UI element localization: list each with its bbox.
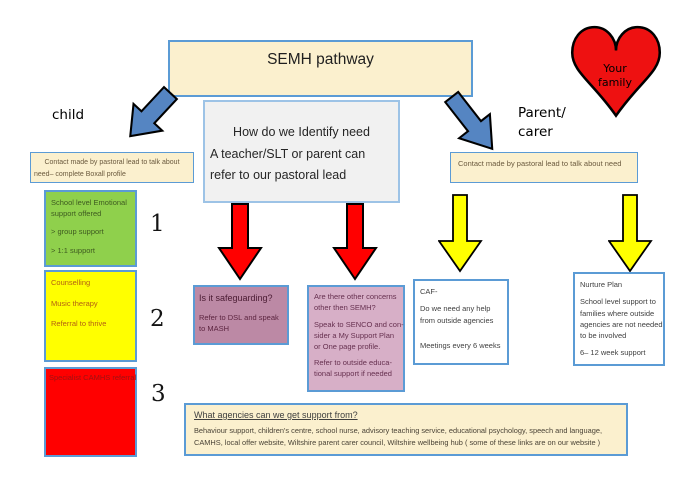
other-concerns-line: tional support if needed — [314, 369, 392, 379]
support-level-2-box: Counselling Music therapy Referral to th… — [44, 270, 137, 362]
support-level-1-line: support offered — [51, 209, 102, 219]
support-level-2-line: Counselling — [51, 278, 91, 287]
step-number-2: 2 — [150, 306, 165, 332]
support-level-1-line: > 1:1 support — [51, 245, 95, 255]
parent-carer-label: Parent/ carer — [518, 104, 566, 142]
agencies-body: Behaviour support, children's centre, sc… — [194, 425, 618, 449]
heart-label: Your family — [566, 62, 664, 90]
other-concerns-line: Refer to outside educa- — [314, 358, 392, 368]
other-concerns-line: Are there other concerns — [314, 292, 397, 301]
nurture-line: agencies are not needed — [580, 319, 663, 329]
page-title: SEMH pathway — [267, 51, 374, 68]
heart-label-line1: Your — [603, 62, 627, 75]
red-arrow-down-icon — [217, 203, 263, 281]
safeguarding-line: Refer to DSL and speak — [199, 312, 279, 322]
safeguarding-box: Is it safeguarding? Refer to DSL and spe… — [193, 285, 289, 345]
contact-parent-box: Contact made by pastoral lead to talk ab… — [450, 152, 638, 183]
nurture-line: families where outside — [580, 308, 655, 318]
safeguarding-heading: Is it safeguarding? — [199, 293, 273, 303]
identify-need-box: How do we Identify need A teacher/SLT or… — [203, 100, 400, 203]
safeguarding-line: to MASH — [199, 323, 230, 333]
step-number-1: 1 — [150, 211, 165, 237]
agencies-line: CAMHS, local offer website, Wiltshire pa… — [194, 437, 601, 447]
nurture-line: Nurture Plan — [580, 280, 623, 289]
nurture-line: 6– 12 week support — [580, 348, 646, 358]
yellow-arrow-down-icon — [438, 194, 483, 273]
child-label: child — [52, 107, 85, 123]
contact-child-line: Contact made by pastoral lead to talk ab… — [44, 159, 180, 166]
agencies-box: What agencies can we get support from? B… — [184, 403, 628, 456]
identify-need-line: refer to our pastoral lead — [210, 168, 347, 182]
identify-need-line: How do we Identify need — [233, 125, 370, 139]
contact-child-line: need– complete Boxall profile — [34, 170, 126, 178]
title-box: SEMH pathway — [168, 40, 473, 97]
nurture-line: School level support to — [580, 297, 656, 307]
other-concerns-paragraph: Are there other concerns other then SEMH… — [314, 292, 400, 314]
red-arrow-down-icon — [332, 203, 378, 281]
arrow-down-right-icon — [443, 90, 494, 151]
support-level-2-line: Referral to thrive — [51, 319, 107, 328]
support-level-3-box: Specialist CAMHS referral — [44, 367, 137, 457]
agencies-heading: What agencies can we get support from? — [194, 410, 358, 420]
nurture-plan-box: Nurture Plan School level support to fam… — [573, 272, 665, 366]
other-concerns-paragraph: Refer to outside educa- tional support i… — [314, 358, 400, 380]
caf-line: Meetings every 6 weeks — [420, 340, 501, 350]
heart-icon — [570, 25, 662, 118]
support-level-1-box: School level Emotional support offered >… — [44, 190, 137, 267]
caf-box: CAF- Do we need any help from outside ag… — [413, 279, 509, 365]
arrow-down-left-icon — [129, 85, 179, 138]
parent-carer-label-line2: carer — [518, 123, 553, 140]
other-concerns-paragraph: Speak to SENCO and con- sider a My Suppo… — [314, 319, 404, 353]
nurture-line: to be involved — [580, 331, 627, 340]
support-level-1-line: School level Emotional — [51, 198, 127, 207]
other-concerns-box: Are there other concerns other then SEMH… — [307, 285, 405, 392]
other-concerns-line: other then SEMH? — [314, 302, 376, 312]
agencies-line: Behaviour support, children's centre, sc… — [194, 426, 603, 435]
other-concerns-line: or One page profile. — [314, 341, 381, 351]
caf-line: CAF- — [420, 287, 438, 296]
nurture-paragraph: School level support to families where o… — [580, 296, 663, 341]
parent-carer-label-line1: Parent/ — [518, 105, 566, 121]
support-level-3-line: Specialist CAMHS referral — [49, 373, 137, 382]
other-concerns-line: Speak to SENCO and con- — [314, 319, 404, 329]
support-level-2-line: Music therapy — [51, 298, 98, 308]
yellow-arrow-down-icon — [608, 194, 653, 273]
step-number-3: 3 — [151, 381, 166, 407]
other-concerns-line: sider a My Support Plan — [314, 330, 395, 340]
caf-line: Do we need any help — [420, 304, 491, 314]
caf-paragraph: Do we need any help from outside agencie… — [420, 303, 504, 326]
caf-line: from outside agencies — [420, 315, 494, 325]
identify-need-line: A teacher/SLT or parent can — [210, 146, 366, 161]
heart-label-line2: family — [598, 75, 632, 89]
contact-child-box: Contact made by pastoral lead to talk ab… — [30, 152, 194, 183]
contact-parent-line: Contact made by pastoral lead to talk ab… — [458, 159, 622, 168]
support-level-1-line: > group support — [51, 226, 104, 236]
